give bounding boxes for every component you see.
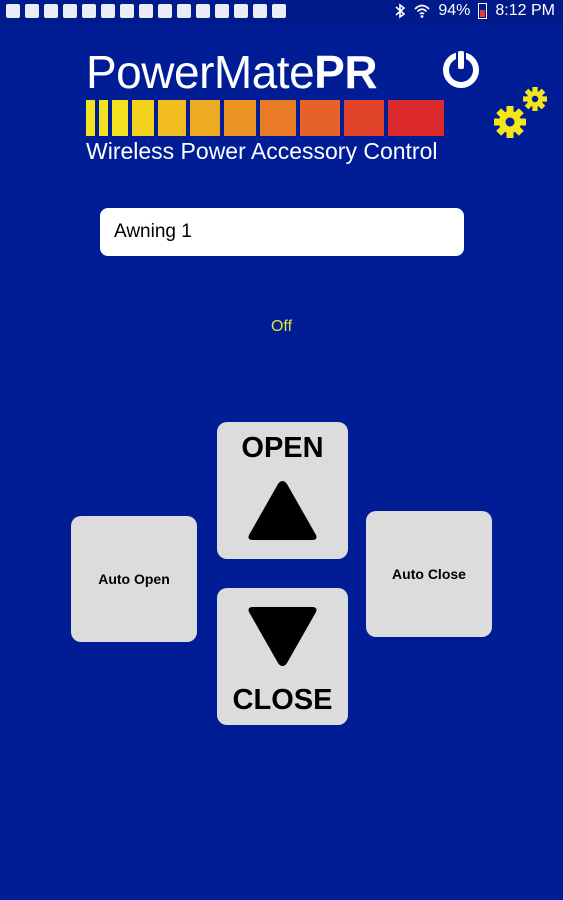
level-bar: [112, 100, 128, 136]
mail-icon: [63, 4, 77, 18]
clock: 8:12 PM: [495, 2, 555, 19]
power-icon: [443, 51, 479, 88]
notification-icons: [6, 4, 286, 18]
usb-icon: [44, 4, 58, 18]
settings-gears-icon[interactable]: [490, 82, 550, 142]
logo-title: PowerMatePR: [86, 46, 378, 98]
wifi-icon: [414, 4, 430, 18]
auto-close-label: Auto Close: [392, 566, 466, 582]
notification-icon: [272, 4, 286, 18]
level-bar: [132, 100, 154, 136]
notification-icon: [253, 4, 267, 18]
auto-close-button[interactable]: Auto Close: [366, 511, 492, 637]
notification-icon: [215, 4, 229, 18]
notification-icon: [234, 4, 248, 18]
logo-subtitle: Wireless Power Accessory Control: [86, 138, 438, 164]
download-icon: [25, 4, 39, 18]
level-bars: [86, 100, 444, 136]
notification-icon: [158, 4, 172, 18]
battery-icon: [478, 3, 488, 19]
status-bar: 94% 8:12 PM: [0, 0, 563, 24]
close-button[interactable]: CLOSE: [217, 588, 348, 725]
notification-icon: [101, 4, 115, 18]
keyboard-icon: [6, 4, 20, 18]
level-bar: [300, 100, 340, 136]
level-bar: [224, 100, 256, 136]
arrow-down-icon: [248, 607, 317, 666]
open-label: OPEN: [241, 432, 324, 464]
device-name-field[interactable]: Awning 1: [100, 208, 464, 256]
bluetooth-icon: [395, 3, 406, 19]
battery-percent: 94%: [438, 2, 471, 19]
notification-icon: [177, 4, 191, 18]
open-button[interactable]: OPEN: [217, 422, 348, 559]
arrow-up-icon: [248, 481, 317, 540]
level-bar: [190, 100, 220, 136]
notification-icon: [139, 4, 153, 18]
level-bar: [158, 100, 186, 136]
device-state: Off: [270, 318, 293, 335]
notification-icon: [82, 4, 96, 18]
logo-title-bold: PR: [314, 46, 378, 98]
powermate-pro-logo: PowerMatePR Wireless Power Accessory Con…: [86, 46, 486, 166]
auto-open-label: Auto Open: [98, 571, 170, 587]
close-label: CLOSE: [232, 684, 333, 716]
level-bar: [99, 100, 108, 136]
level-bar: [86, 100, 95, 136]
level-bar: [388, 100, 444, 136]
level-bar: [260, 100, 296, 136]
notification-icon: [196, 4, 210, 18]
auto-open-button[interactable]: Auto Open: [71, 516, 197, 642]
level-bar: [344, 100, 384, 136]
logo-title-main: PowerMate: [86, 46, 315, 98]
status-bar-right: 94% 8:12 PM: [394, 2, 555, 20]
notification-icon: [120, 4, 134, 18]
